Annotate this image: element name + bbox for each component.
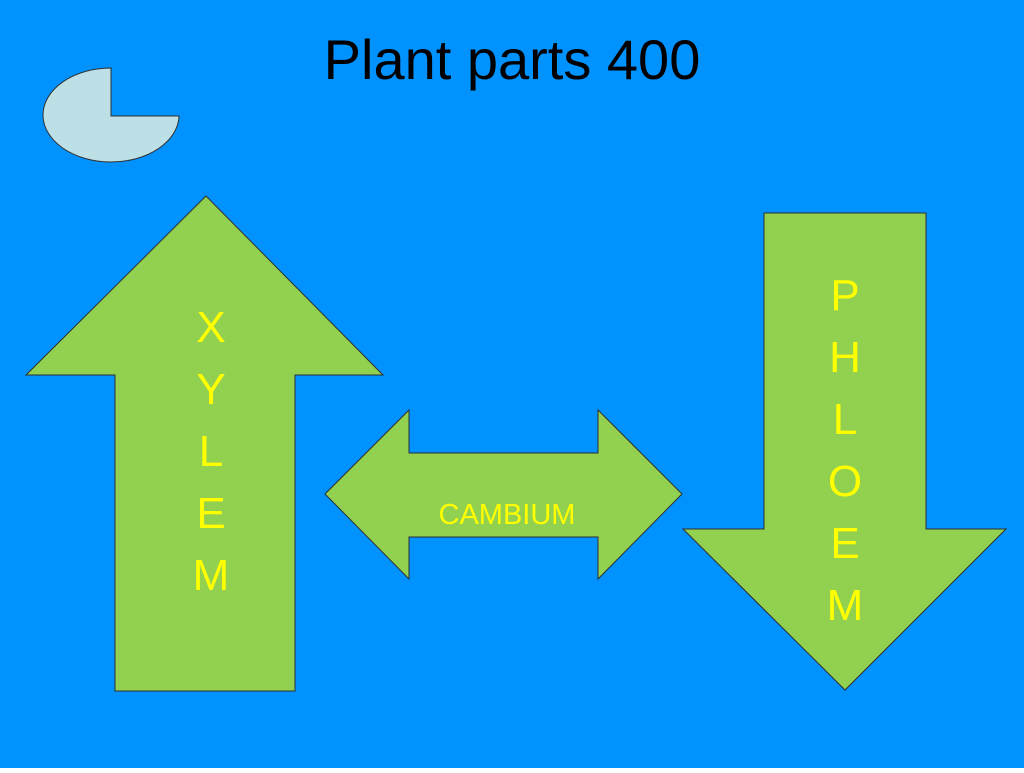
xylem-letter: E xyxy=(196,489,225,538)
phloem-letter: H xyxy=(829,333,861,382)
phloem-letter: M xyxy=(827,581,864,630)
phloem-letter: E xyxy=(830,519,859,568)
xylem-letter: X xyxy=(196,303,225,352)
phloem-down-arrow xyxy=(681,212,1008,691)
xylem-letter: M xyxy=(193,551,230,600)
xylem-up-arrow xyxy=(24,195,385,692)
phloem-letter: O xyxy=(828,457,862,506)
xylem-letter: Y xyxy=(196,365,225,414)
slide-title: Plant parts 400 xyxy=(323,28,701,91)
phloem-letter: P xyxy=(830,271,859,320)
xylem-letter: L xyxy=(199,427,223,476)
cambium-double-arrow xyxy=(324,408,683,581)
pie-timer-icon xyxy=(42,67,180,163)
cambium-label: CAMBIUM xyxy=(439,499,576,531)
phloem-letter: L xyxy=(833,395,857,444)
